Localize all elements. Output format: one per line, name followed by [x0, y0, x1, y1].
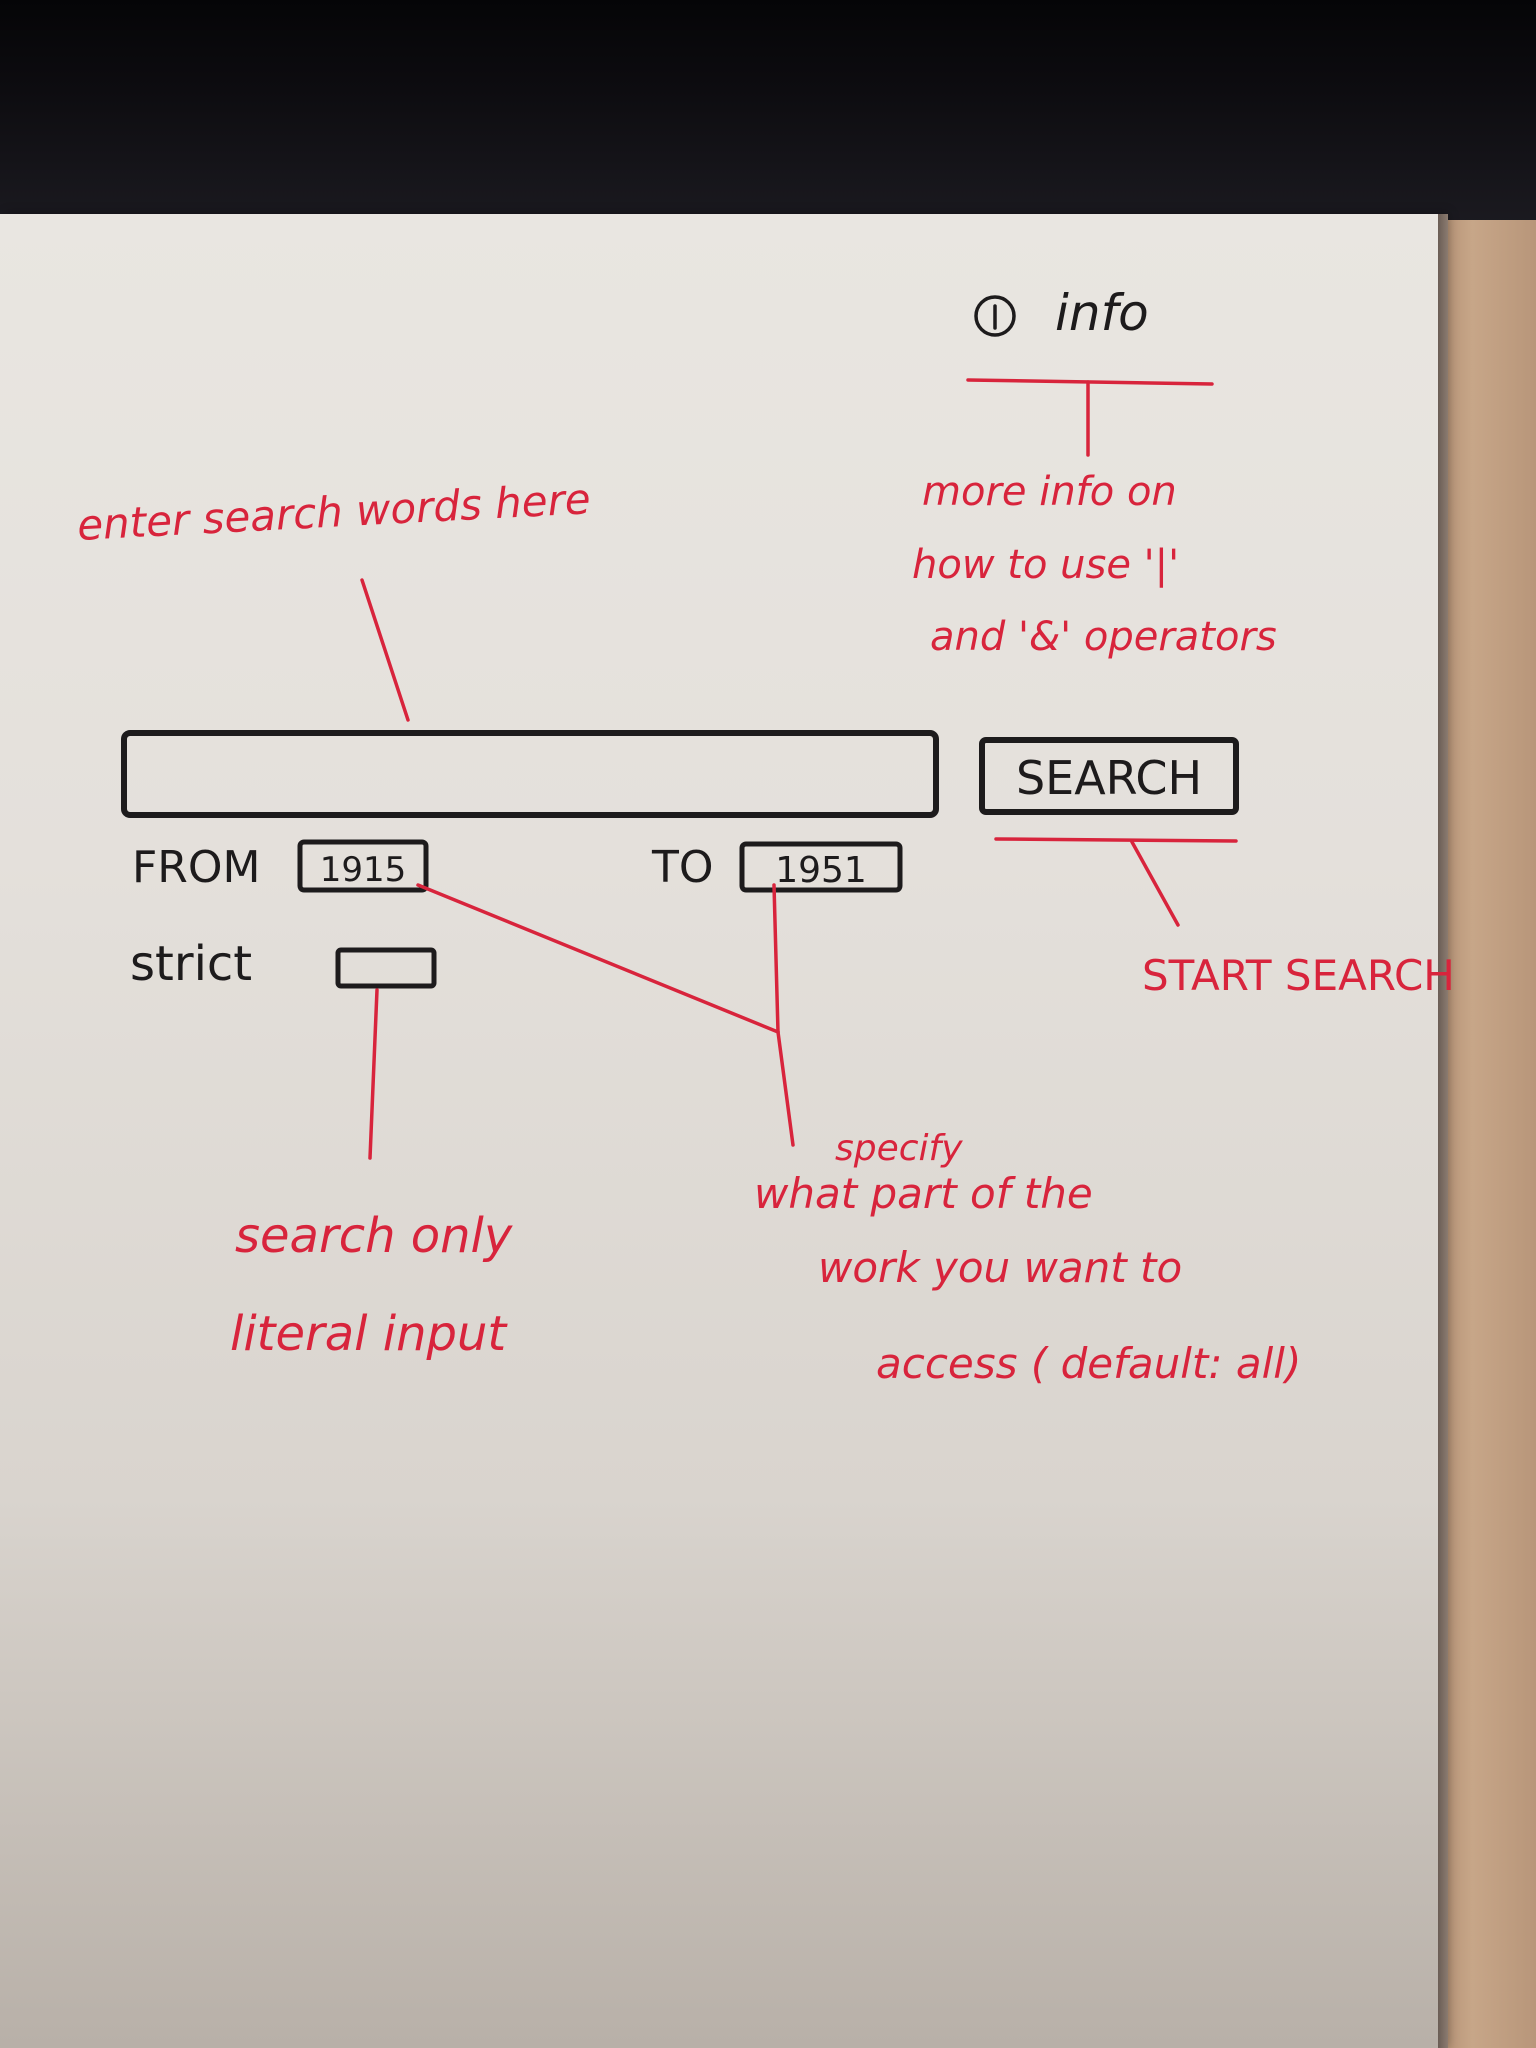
- range-connector-from: [416, 883, 780, 1034]
- notebook-page: [0, 214, 1442, 2048]
- range-annotation-line0: specify: [835, 1128, 963, 1169]
- range-connector-stem: [776, 1030, 795, 1147]
- info-link[interactable]: info: [974, 284, 1149, 342]
- to-label: TO: [651, 842, 714, 893]
- range-annotation-line1: what part of the: [754, 1169, 1093, 1218]
- from-year-input[interactable]: 1915: [297, 839, 429, 893]
- strict-label: strict: [130, 936, 252, 992]
- info-annotation-line3: and '&' operators: [930, 614, 1277, 660]
- strict-annotation-line2: literal input: [230, 1306, 508, 1362]
- from-label: FROM: [132, 842, 260, 893]
- search-words-connector: [360, 578, 410, 722]
- to-year-input[interactable]: 1951: [739, 841, 903, 893]
- info-icon: [974, 295, 1016, 337]
- info-annotation-line1: more info on: [922, 469, 1177, 515]
- strict-annotation-line1: search only: [235, 1208, 513, 1264]
- range-annotation-line3: access ( default: all): [876, 1339, 1301, 1388]
- search-underline: [994, 837, 1238, 843]
- info-annotation-line2: how to use '|': [912, 542, 1179, 588]
- search-button-label: SEARCH: [1016, 751, 1202, 805]
- info-underline: [966, 378, 1214, 386]
- range-connector-to: [772, 883, 780, 1034]
- search-button[interactable]: SEARCH: [979, 737, 1239, 815]
- search-input[interactable]: [121, 730, 939, 818]
- strict-connector: [368, 988, 379, 1160]
- dark-background: [0, 0, 1536, 225]
- search-words-annotation: enter search words here: [76, 474, 592, 550]
- page-edge: [1438, 214, 1448, 2048]
- to-year-value: 1951: [775, 850, 867, 891]
- range-annotation-line2: work you want to: [818, 1243, 1182, 1292]
- info-label: info: [1055, 284, 1149, 342]
- from-year-value: 1915: [320, 850, 407, 890]
- strict-checkbox[interactable]: [335, 947, 437, 989]
- start-search-annotation: START SEARCH: [1142, 951, 1455, 1000]
- search-connector: [1130, 840, 1180, 927]
